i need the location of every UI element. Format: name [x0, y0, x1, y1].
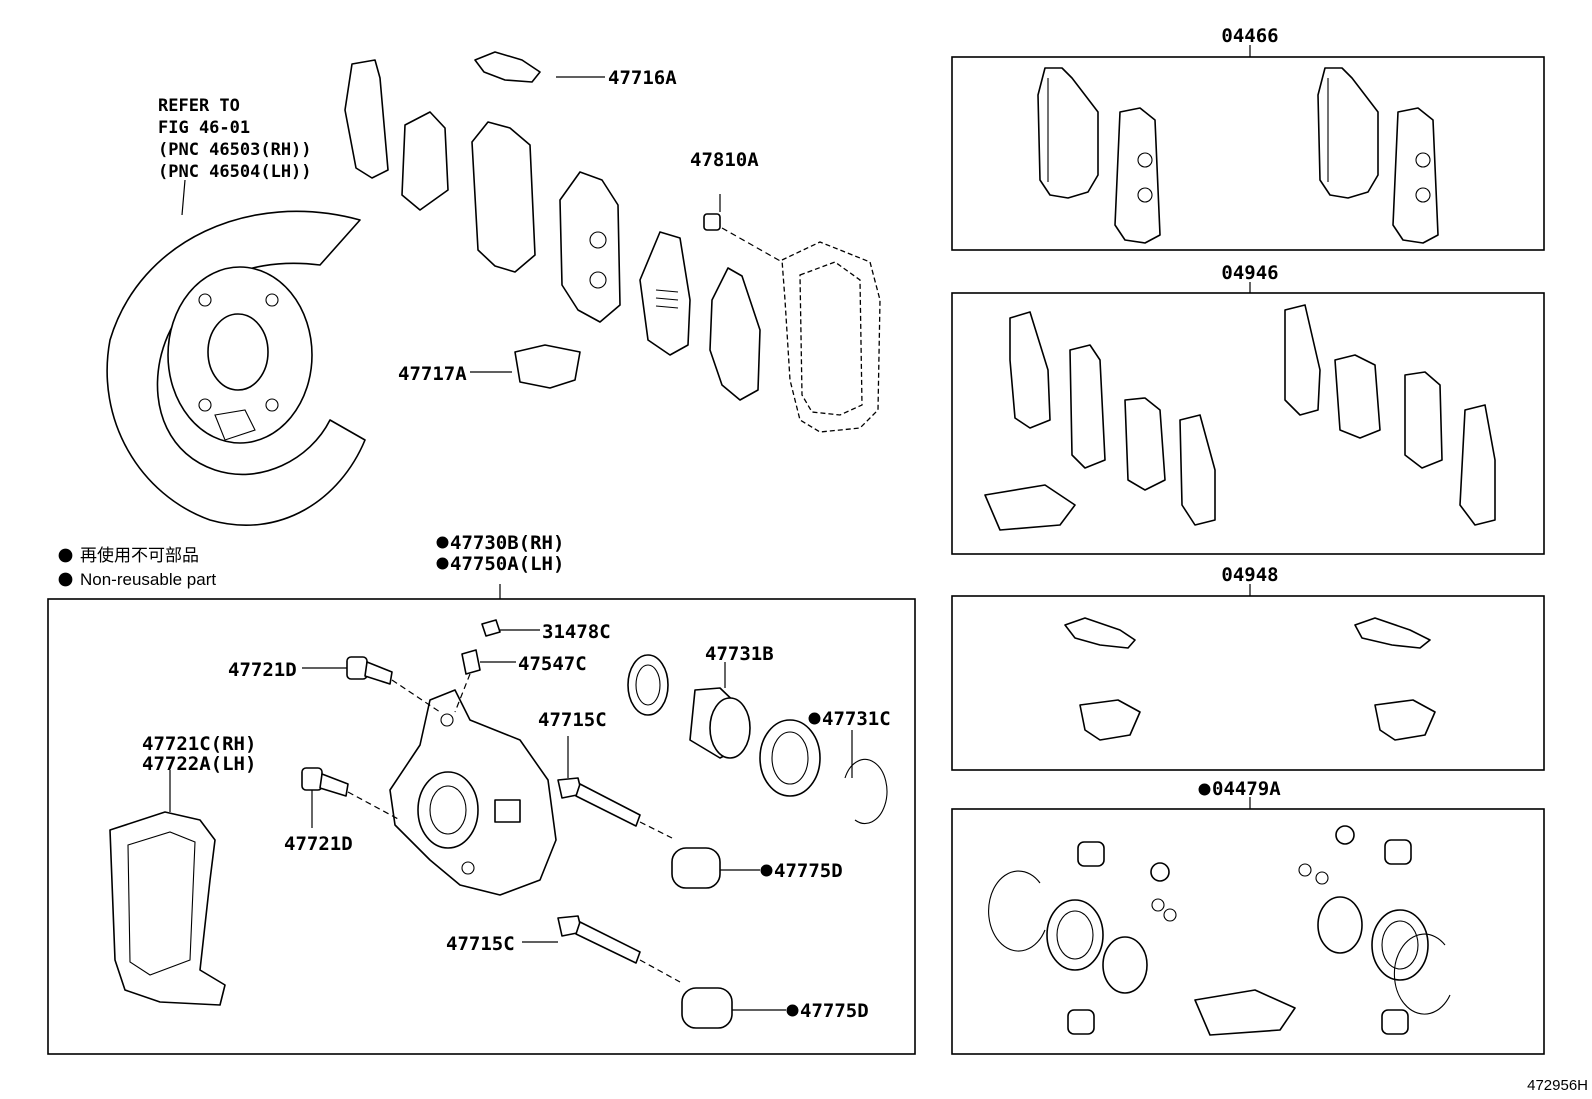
svg-text:(PNC 46504(LH)): (PNC 46504(LH)) [158, 162, 312, 182]
label-47750A: 47750A(LH) [450, 553, 564, 575]
svg-text:(PNC 46503(RH)): (PNC 46503(RH)) [158, 140, 312, 160]
label-47717A: 47717A [398, 363, 467, 385]
filled-circle-icon [58, 572, 73, 587]
legend: 再使用不可部品 Non-reusable part [58, 545, 216, 589]
bracket-47721C [109, 770, 226, 1006]
figure-id: 472956H [1527, 1077, 1588, 1094]
kit-box-04946: 04946 [951, 262, 1545, 555]
kit-label-04479A: 04479A [1212, 778, 1281, 800]
label-47721C: 47721C(RH) [142, 733, 256, 755]
label-47715C-top: 47715C [538, 709, 607, 731]
dust-shield [106, 179, 366, 526]
kit-box-04466: 04466 [951, 25, 1545, 251]
non-reusable-bullet-icon [436, 536, 449, 549]
svg-text:FIG 46-01: FIG 46-01 [158, 118, 250, 138]
kit-label-04948: 04948 [1221, 564, 1278, 586]
label-47775D-top: 47775D [774, 860, 843, 882]
non-reusable-bullet-icon [786, 1004, 799, 1017]
boot-47775D-top [671, 847, 760, 889]
bolt-47721D-bottom [301, 767, 401, 828]
clip-47716A [474, 51, 605, 83]
label-31478C: 31478C [542, 621, 611, 643]
non-reusable-bullet-icon [760, 864, 773, 877]
legend-english: Non-reusable part [80, 570, 216, 589]
non-reusable-bullet-icon [1198, 783, 1211, 796]
label-47721D-bottom: 47721D [284, 833, 353, 855]
kit-label-04466: 04466 [1221, 25, 1278, 47]
non-reusable-bullet-icon [436, 557, 449, 570]
label-47722A: 47722A(LH) [142, 753, 256, 775]
kit-box-04479A: 04479A [951, 778, 1545, 1055]
kit-box-04948: 04948 [951, 564, 1545, 771]
label-47731B: 47731B [705, 643, 774, 665]
caliper-bracket-dashed [781, 241, 881, 433]
label-47715C-bottom: 47715C [446, 933, 515, 955]
filled-circle-icon [58, 548, 73, 563]
bolt-47810A [703, 194, 783, 263]
caliper-assembly-box [47, 584, 916, 1055]
label-47731C: 47731C [822, 708, 891, 730]
bleeder-47547C [454, 649, 516, 713]
cap-31478C [481, 619, 540, 637]
kit-label-04946: 04946 [1221, 262, 1278, 284]
boot-47775D-bottom [681, 987, 786, 1029]
caliper-body [389, 689, 557, 896]
pad-shims-and-pads [344, 59, 761, 401]
label-47730B: 47730B(RH) [450, 532, 564, 554]
label-47547C: 47547C [518, 653, 587, 675]
label-47721D-top: 47721D [228, 659, 297, 681]
label-47775D-bottom: 47775D [800, 1000, 869, 1022]
svg-text:REFER TO: REFER TO [158, 96, 240, 116]
pin-47715C-top [557, 736, 673, 839]
legend-japanese: 再使用不可部品 [80, 545, 199, 565]
label-47810A: 47810A [690, 149, 759, 171]
pin-47715C-bottom [522, 915, 681, 983]
label-47716A: 47716A [608, 67, 677, 89]
clip-47717A [470, 344, 581, 389]
refer-note: REFER TO FIG 46-01 (PNC 46503(RH)) (PNC … [158, 96, 312, 182]
piston-parts [627, 654, 888, 824]
bolt-47721D-top [302, 656, 441, 713]
non-reusable-bullet-icon [808, 712, 821, 725]
